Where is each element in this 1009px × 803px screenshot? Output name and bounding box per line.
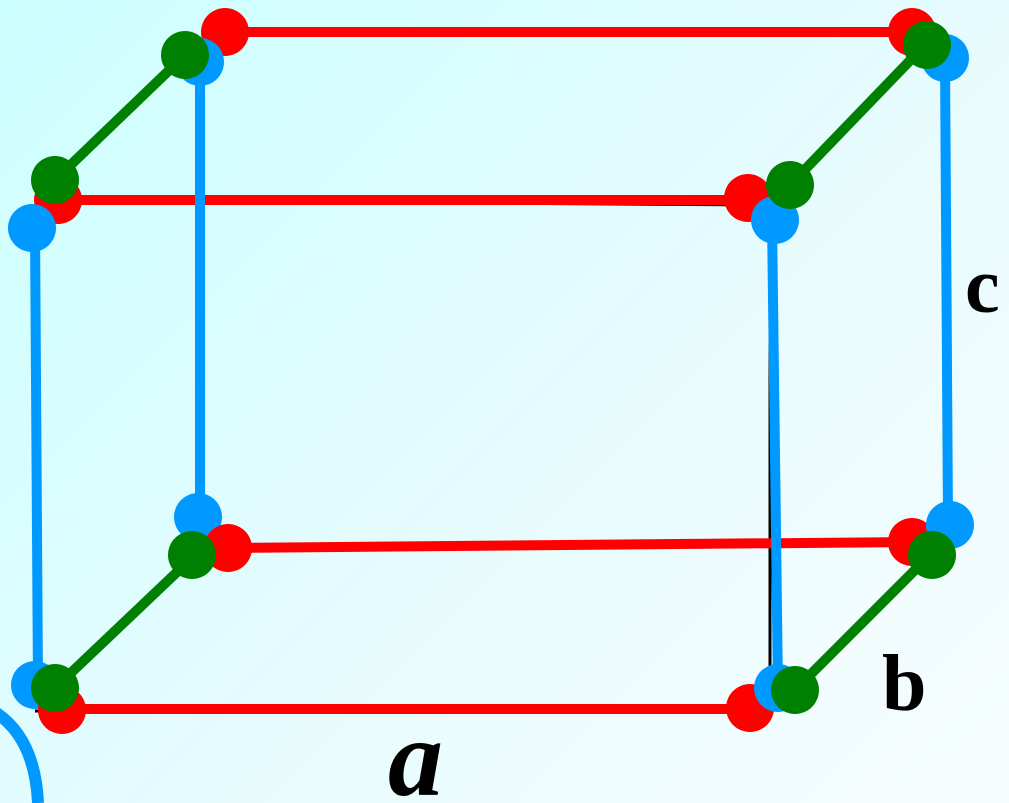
atom-green <box>908 531 956 579</box>
c-edge-front-left <box>30 223 43 690</box>
decorative-arc <box>0 708 44 803</box>
a-edge-bottom-back <box>223 537 917 553</box>
atom-blue <box>8 204 56 252</box>
label-b: b <box>882 640 927 728</box>
atom-blue <box>174 493 222 541</box>
atom-green <box>31 664 79 712</box>
atom-green <box>771 666 819 714</box>
b-edges <box>50 40 935 695</box>
label-c: c <box>965 242 1000 329</box>
cell-outline <box>34 40 947 713</box>
atom-green <box>766 161 814 209</box>
atom-cluster-top-front-left <box>8 156 82 252</box>
c-edge-back-right <box>940 55 953 528</box>
atom-cluster-bottom-front-right <box>726 664 819 732</box>
atom-green <box>168 531 216 579</box>
atom-cluster-top-back-right <box>888 8 969 82</box>
c-edges <box>30 55 953 695</box>
b-edge-bottom-left <box>50 550 200 693</box>
atom-green <box>903 21 951 69</box>
c-edge-front-right <box>767 215 783 695</box>
atom-cluster-bottom-front-left <box>11 661 86 734</box>
label-a: a <box>388 697 443 803</box>
atom-cluster-top-front-right <box>724 161 814 244</box>
atom-green <box>31 156 79 204</box>
atom-cluster-bottom-back-left <box>168 493 252 579</box>
atom-green <box>161 31 209 79</box>
atom-cluster-bottom-back-right <box>888 501 974 579</box>
b-edge-top-left <box>50 50 190 185</box>
a-edges <box>53 27 917 714</box>
b-edge-bottom-right <box>790 550 935 695</box>
atom-cluster-top-back-left <box>161 8 249 86</box>
b-edge-top-right <box>785 40 930 190</box>
atom-red <box>204 524 252 572</box>
